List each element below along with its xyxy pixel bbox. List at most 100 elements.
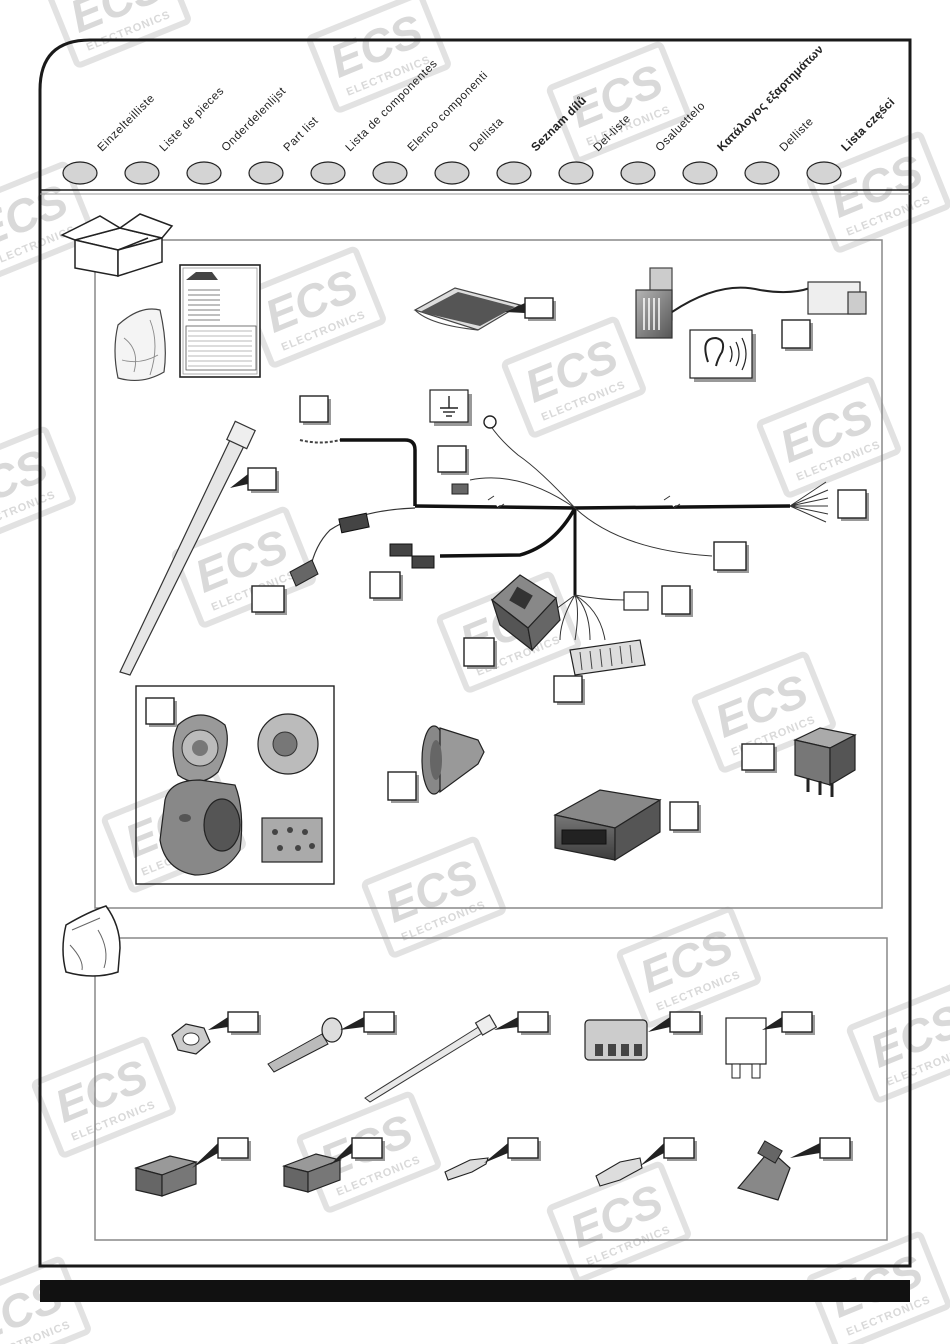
splice-clip-icon — [736, 1140, 791, 1201]
cable-tie-icon — [119, 420, 256, 676]
part-label-box — [517, 1011, 549, 1033]
part-label-box — [713, 541, 747, 571]
wiring-harness-icon — [299, 424, 829, 641]
label-pointer — [192, 1143, 218, 1168]
footer-bar — [40, 1280, 910, 1302]
part-label-box — [741, 743, 775, 771]
part-label-box — [669, 1011, 701, 1033]
part-label-box — [351, 1137, 383, 1159]
part-label-box — [781, 319, 811, 349]
part-label-box — [661, 585, 691, 615]
box-icon — [60, 213, 174, 278]
crimp-terminal-icon — [444, 1157, 489, 1181]
part-label-box — [145, 697, 175, 725]
part-label-box — [819, 1137, 851, 1159]
label-pointer — [648, 1017, 670, 1032]
language-bubble-8 — [558, 161, 594, 185]
language-label-3: Part list — [282, 115, 322, 155]
grommet-icon — [421, 725, 485, 795]
language-bubble-0 — [62, 161, 98, 185]
part-label-box — [387, 771, 417, 801]
label-pointer — [505, 303, 525, 313]
control-module-icon — [490, 574, 561, 652]
outer-frame — [38, 38, 912, 1268]
part-label-box — [437, 445, 467, 473]
buzzer-icon — [635, 267, 867, 339]
language-label-11: Delliste — [778, 116, 817, 155]
earth-symbol-icon — [429, 389, 472, 426]
part-label-box — [781, 1011, 813, 1033]
plug-connector-icon — [281, 1153, 343, 1193]
ear-sound-icon — [689, 329, 756, 382]
bolt-icon — [267, 1017, 343, 1073]
language-bubble-9 — [620, 161, 656, 185]
socket-gasket-icon — [257, 713, 319, 775]
label-pointer — [762, 1017, 782, 1030]
language-label-6: Dellista — [468, 116, 507, 155]
part-label-box — [363, 1011, 395, 1033]
plastic-bag-icon — [114, 308, 166, 382]
language-bubble-2 — [186, 161, 222, 185]
socket-kit-frame — [135, 685, 335, 885]
language-bubble-11 — [744, 161, 780, 185]
fuse-icon — [725, 1017, 767, 1079]
part-label-box — [369, 571, 401, 599]
main-parts-panel — [94, 239, 883, 909]
connector-icons — [289, 483, 649, 611]
language-label-0: Einzelteilliste — [96, 92, 158, 154]
part-label-box — [669, 801, 699, 831]
label-pointer — [640, 1143, 664, 1166]
socket-insert-icon — [261, 817, 323, 863]
language-label-10: Κατάλογος εξαρτημάτων — [714, 42, 826, 154]
part-label-box — [299, 395, 329, 423]
multipin-connector-icon — [569, 639, 646, 676]
bag-icon — [62, 905, 121, 977]
label-pointer — [330, 1143, 352, 1165]
part-label-box — [663, 1137, 695, 1159]
control-unit-icon — [553, 789, 662, 862]
language-bubble-6 — [434, 161, 470, 185]
small-cable-tie-icon — [364, 1014, 498, 1103]
language-bubble-7 — [496, 161, 532, 185]
nut-icon — [171, 1023, 211, 1055]
part-label-box — [247, 467, 277, 491]
part-number-labels — [145, 297, 869, 1168]
socket-body-icon — [159, 779, 243, 876]
language-label-2: Onderdelenlijst — [220, 85, 289, 154]
accessories-panel — [94, 937, 888, 1241]
language-bubble-10 — [682, 161, 718, 185]
label-pointer — [340, 1017, 364, 1030]
language-bubble-4 — [310, 161, 346, 185]
ring-terminal-icon — [483, 415, 497, 429]
housing-connector-icon — [584, 1019, 648, 1061]
language-bubble-1 — [124, 161, 160, 185]
part-label-box — [524, 297, 554, 319]
part-label-box — [227, 1011, 259, 1033]
flat-connector-icon — [133, 1155, 199, 1197]
language-bubble-5 — [372, 161, 408, 185]
label-pointer — [484, 1143, 508, 1163]
part-label-box — [217, 1137, 249, 1159]
part-label-box — [507, 1137, 539, 1159]
instruction-sheet-icon — [179, 264, 261, 378]
label-pointer — [494, 1017, 518, 1030]
foil-sheet-icon — [413, 287, 522, 331]
part-label-box — [463, 637, 495, 667]
part-label-box — [553, 675, 583, 703]
female-terminal-icon — [595, 1157, 643, 1187]
label-pointer — [208, 1017, 228, 1030]
language-bubble-12 — [806, 161, 842, 185]
language-label-1: Liste de pieces — [158, 85, 227, 154]
relay-icon — [793, 727, 857, 797]
